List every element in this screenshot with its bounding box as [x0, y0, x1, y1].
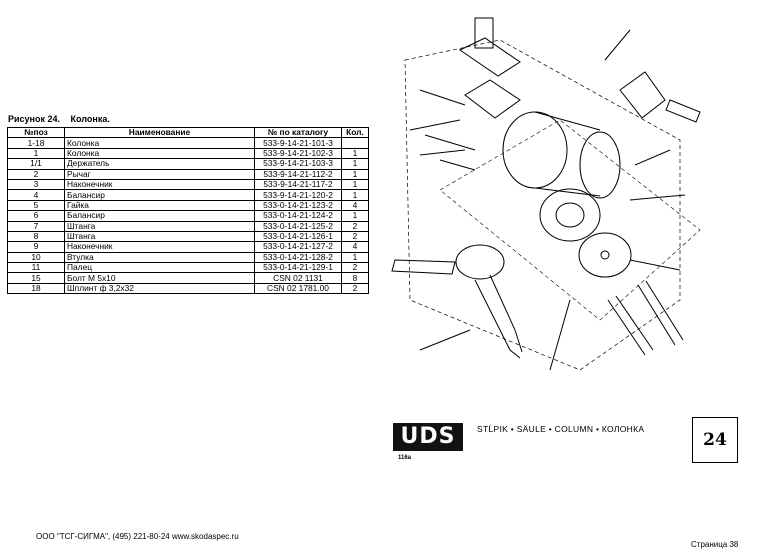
cell-position: 7: [7, 220, 65, 232]
cell-name: Рычаг: [64, 168, 255, 180]
cell-name: Колонка: [64, 137, 255, 149]
cell-position: 2: [7, 168, 65, 180]
cell-position: 3: [7, 178, 65, 191]
figure-title: Рисунок 24. Колонка.: [8, 114, 118, 124]
cell-quantity: 2: [341, 262, 369, 274]
cell-catalog-number: 533-0-14-21-128-2: [254, 251, 342, 264]
cell-position: 4: [7, 189, 65, 201]
cell-name: Втулка: [64, 251, 255, 264]
cell-catalog-number: 533-9-14-21-101-3: [254, 137, 342, 149]
cell-quantity: 1: [341, 189, 369, 201]
cell-name: Болт М 5х10: [64, 272, 255, 284]
cell-catalog-number: 533-9-14-21-102-3: [254, 147, 342, 160]
cell-name: Шплинт ф 3,2х32: [64, 282, 255, 295]
cell-position: 10: [7, 251, 65, 264]
cell-quantity: 2: [341, 230, 369, 243]
cell-position: 9: [7, 241, 65, 253]
cell-quantity: 8: [341, 272, 369, 284]
cell-catalog-number: CSN 02 1781.00: [254, 282, 342, 295]
cell-catalog-number: 533-0-14-21-126-1: [254, 230, 342, 243]
header-position: №поз: [7, 126, 65, 139]
cell-name: Балансир: [64, 210, 255, 222]
cell-position: 15: [7, 272, 65, 284]
cell-name: Колонка: [64, 147, 255, 160]
cell-quantity: 1: [341, 158, 369, 170]
uds-logo-subtitle: 116a: [398, 455, 412, 461]
cell-position: 1/1: [7, 158, 65, 170]
cell-quantity: 2: [341, 282, 369, 295]
cell-catalog-number: 533-0-14-21-129-1: [254, 262, 342, 274]
header-quantity: Кол.: [341, 126, 369, 139]
figure-name: Колонка.: [70, 114, 110, 124]
cell-catalog-number: 533-9-14-21-117-2: [254, 178, 342, 191]
header-name: Наименование: [64, 126, 255, 139]
cell-position: 1: [7, 147, 65, 160]
parts-table: №поз Наименование № по каталогу Кол. 1-1…: [7, 126, 369, 295]
cell-quantity: 2: [341, 220, 369, 232]
cell-position: 6: [7, 210, 65, 222]
cell-catalog-number: 533-0-14-21-123-2: [254, 199, 342, 212]
cell-quantity: 4: [341, 241, 369, 253]
cell-quantity: 1: [341, 251, 369, 264]
cell-catalog-number: 533-9-14-21-120-2: [254, 189, 342, 201]
cell-name: Палец: [64, 262, 255, 274]
cell-position: 1-18: [7, 137, 65, 149]
table-header-row: №поз Наименование № по каталогу Кол.: [7, 126, 369, 139]
cell-name: Балансир: [64, 189, 255, 201]
cell-catalog-number: 533-9-14-21-103-3: [254, 158, 342, 170]
cell-position: 8: [7, 230, 65, 243]
cell-position: 11: [7, 262, 65, 274]
cell-position: 5: [7, 199, 65, 212]
cell-quantity: 1: [341, 210, 369, 222]
uds-logo: UDS: [393, 423, 463, 451]
cell-name: Штанга: [64, 220, 255, 232]
cell-name: Наконечник: [64, 241, 255, 253]
cell-quantity: [341, 137, 369, 149]
footer-company: ООО "ТСГ-СИГМА", (495) 221-80-24 www.sko…: [36, 532, 239, 541]
cell-name: Гайка: [64, 199, 255, 212]
drawing-caption: STĹPIK • SÄULE • COLUMN • КОЛОНКА: [477, 424, 645, 434]
cell-quantity: 1: [341, 178, 369, 191]
cell-quantity: 1: [341, 147, 369, 160]
cell-catalog-number: 533-0-14-21-125-2: [254, 220, 342, 232]
footer-page-number: Страница 38: [691, 540, 739, 549]
exploded-column-drawing: [391, 17, 701, 371]
cell-catalog-number: 533-0-14-21-124-2: [254, 210, 342, 222]
cell-catalog-number: CSN 02 1131: [254, 272, 342, 284]
header-catalog-number: № по каталогу: [254, 126, 342, 139]
drawing-page-number: 24: [692, 417, 738, 463]
cell-name: Наконечник: [64, 178, 255, 191]
cell-quantity: 4: [341, 199, 369, 212]
cell-position: 18: [7, 282, 65, 295]
cell-name: Штанга: [64, 230, 255, 243]
cell-quantity: 1: [341, 168, 369, 180]
cell-catalog-number: 533-0-14-21-127-2: [254, 241, 342, 253]
cell-name: Держатель: [64, 158, 255, 170]
cell-catalog-number: 533-9-14-21-112-2: [254, 168, 342, 180]
figure-number: Рисунок 24.: [8, 114, 60, 124]
